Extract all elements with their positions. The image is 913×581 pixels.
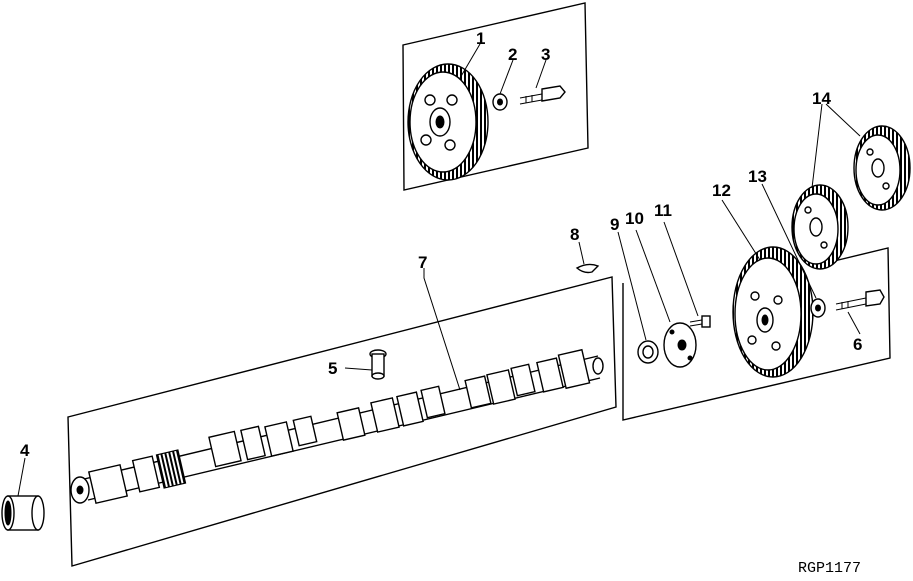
callout-9: 9 xyxy=(610,215,619,234)
right-gear-inset-panel xyxy=(622,247,891,421)
camshaft-panel xyxy=(67,276,617,567)
bushing-4 xyxy=(1,495,45,531)
washer-2 xyxy=(492,93,508,111)
callout-14: 14 xyxy=(812,89,831,108)
gear-12-camshaft-gear xyxy=(732,246,814,378)
screw-11 xyxy=(689,315,711,328)
callout-12: 12 xyxy=(712,181,731,200)
thrust-plate-10 xyxy=(663,322,697,368)
bolt-3 xyxy=(519,85,566,105)
gear-14-idler-gear-lower xyxy=(791,184,849,270)
callout-11: 11 xyxy=(654,201,672,220)
callout-10: 10 xyxy=(625,209,644,228)
callout-13: 13 xyxy=(748,167,767,186)
seal-9 xyxy=(637,340,659,364)
callout-3: 3 xyxy=(541,45,550,64)
callout-1: 1 xyxy=(476,29,485,48)
gear-14-idler-gear-upper xyxy=(853,125,911,211)
callout-labels: 1 2 3 4 5 6 7 8 9 10 11 12 13 14 xyxy=(20,29,862,460)
callout-7: 7 xyxy=(418,253,427,272)
camshaft-7 xyxy=(70,348,604,505)
callout-6: 6 xyxy=(853,335,862,354)
pin-5 xyxy=(369,349,387,380)
callout-8: 8 xyxy=(570,225,579,244)
callout-5: 5 xyxy=(328,359,337,378)
leader-lines xyxy=(17,43,861,497)
key-8 xyxy=(575,263,600,274)
top-gear-inset-panel xyxy=(402,2,589,191)
callout-4: 4 xyxy=(20,441,30,460)
gear-1-drive-gear xyxy=(407,63,489,181)
callout-2: 2 xyxy=(508,45,517,64)
reference-code: RGP1177 xyxy=(798,560,861,577)
washer-13 xyxy=(810,298,826,318)
bolt-6 xyxy=(835,289,885,311)
